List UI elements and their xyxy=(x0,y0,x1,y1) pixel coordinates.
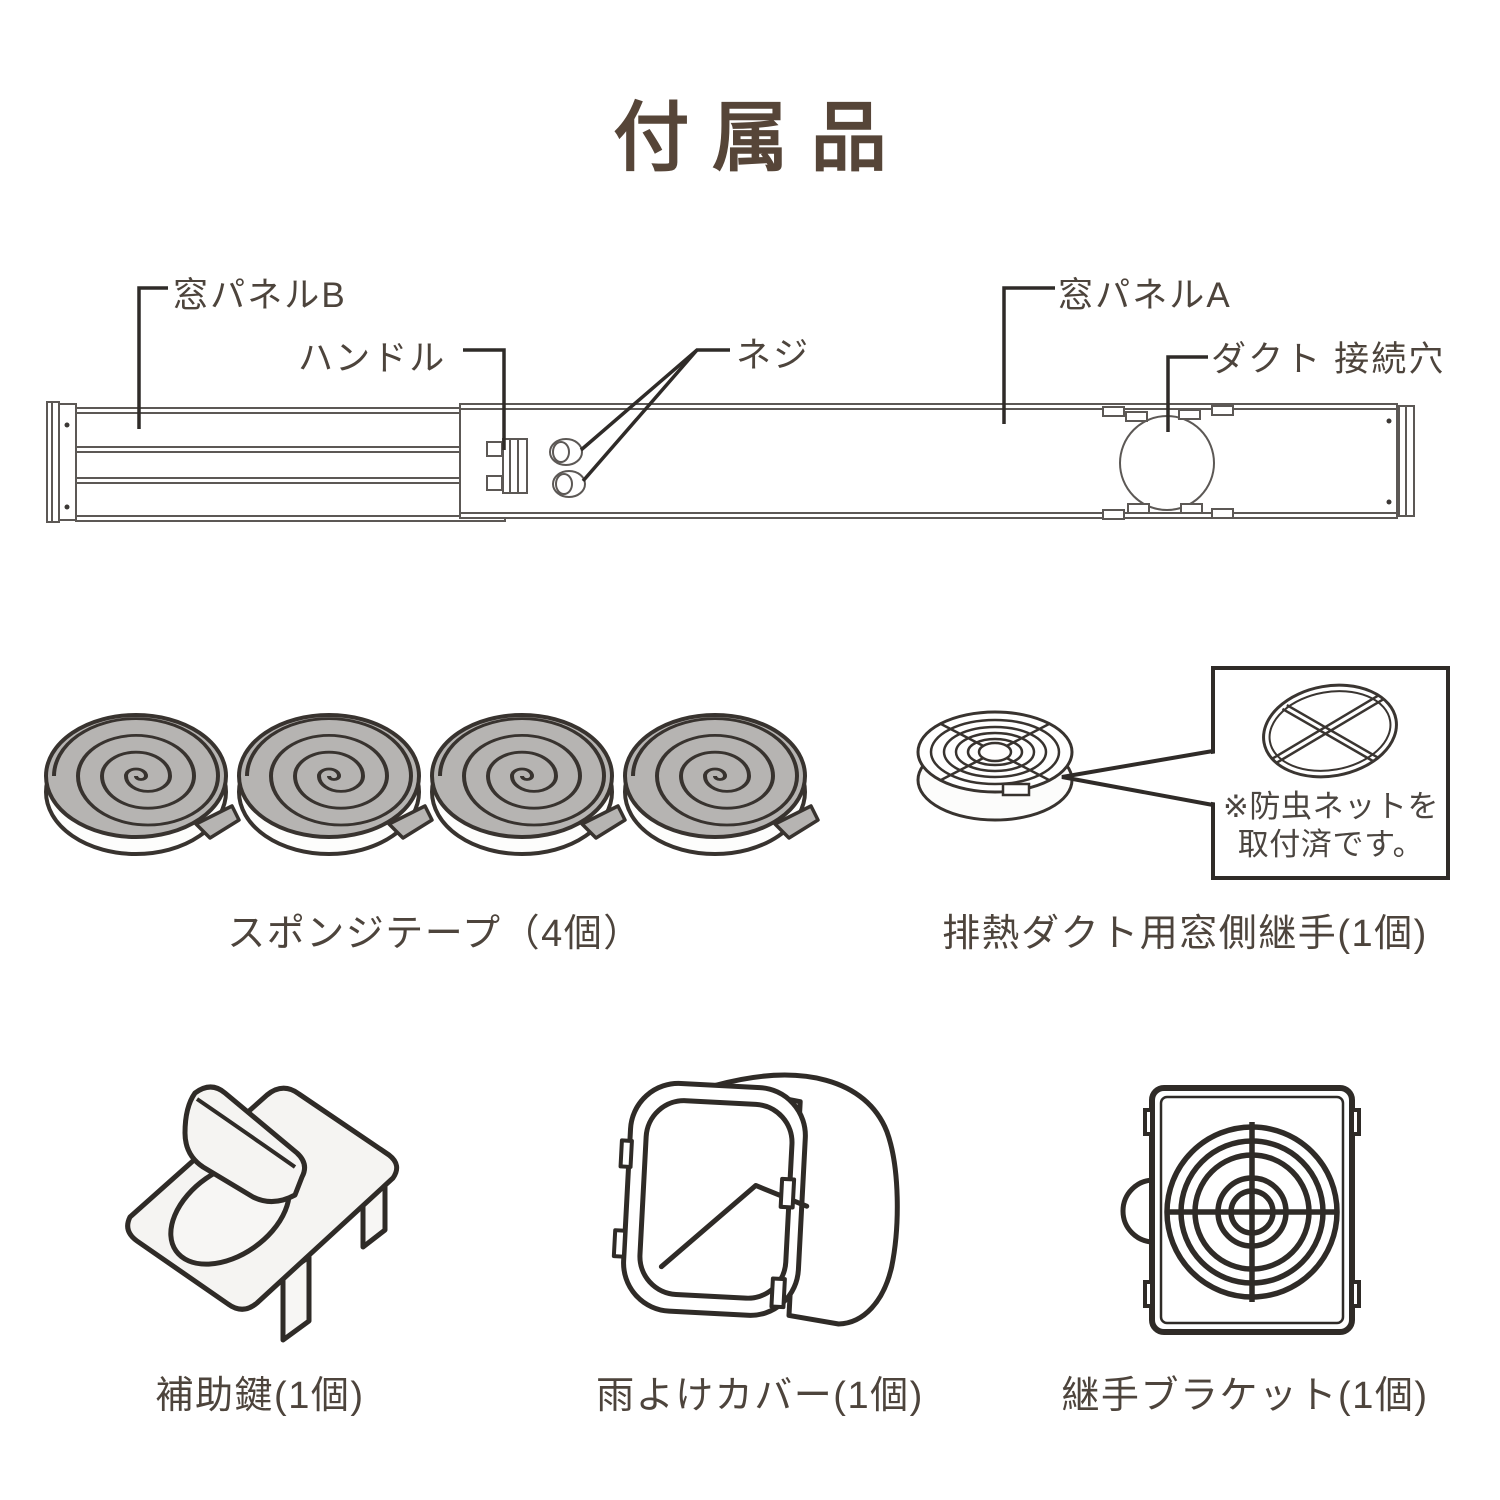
caption-rain-cover: 雨よけカバー(1個) xyxy=(596,1375,924,1417)
caption-joint-bracket: 継手ブラケット(1個) xyxy=(1061,1375,1429,1417)
window-panel-drawing xyxy=(46,401,1415,523)
label-duct-hole: ダクト 接続穴 xyxy=(1211,340,1446,379)
handle-part xyxy=(486,438,528,494)
sponge-tape-rolls xyxy=(44,713,820,856)
label-screws: ネジ xyxy=(736,336,811,375)
caption-window-side-joint: 排熱ダクト用窓側継手(1個) xyxy=(942,913,1428,955)
insect-net-callout xyxy=(1061,666,1450,880)
rain-cover-drawing xyxy=(611,1072,900,1327)
screws-part xyxy=(549,438,586,498)
insect-net-note-line2: 取付済です。 xyxy=(1237,826,1425,862)
insect-net-note-line1: ※防虫ネットを xyxy=(1222,789,1440,824)
joint-bracket-drawing xyxy=(1120,1085,1361,1335)
caption-aux-lock: 補助鍵(1個) xyxy=(155,1375,365,1417)
page-title: 付属品 xyxy=(613,96,910,181)
label-panel-a: 窓パネルA xyxy=(1058,276,1232,315)
caption-sponge-tape: スポンジテープ（4個） xyxy=(227,913,643,955)
leader-lines xyxy=(137,286,1208,483)
label-handle: ハンドル xyxy=(298,339,447,378)
insect-net-drawing xyxy=(1262,683,1398,779)
aux-lock-drawing xyxy=(125,1084,400,1343)
label-panel-b: 窓パネルB xyxy=(173,276,347,315)
window-side-joint-drawing xyxy=(916,710,1074,822)
vent-slots xyxy=(1102,405,1234,520)
insect-net-note: ※防虫ネットを 取付済です。 xyxy=(1216,788,1446,864)
